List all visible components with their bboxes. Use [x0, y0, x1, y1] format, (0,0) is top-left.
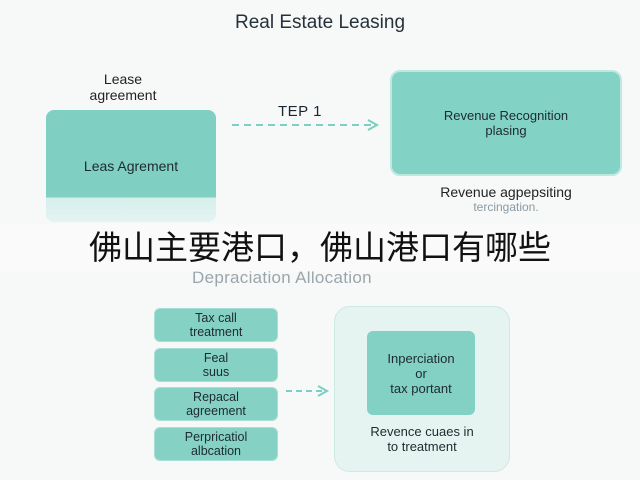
feal-suus-box: Feal suus: [154, 348, 278, 382]
revenue-recognition-label: Revenue Recognition plasing: [443, 108, 569, 138]
revenue-caption-main: Revenue agpepsiting: [440, 184, 572, 200]
lease-agreement-label: Leas Agrement: [83, 158, 179, 174]
revenue-caption-sub: tercingation.: [473, 200, 539, 214]
revenue-recognition-box: [390, 70, 622, 176]
repacal-agreement-box: Repacal agreement: [154, 387, 278, 421]
depreciation-or-tax-box: Inperciation or tax portant: [367, 331, 475, 415]
depreciation-allocation-title: Depraciation Allocation: [192, 268, 372, 287]
step-label: TEP 1: [278, 103, 322, 120]
dashed-arrow-right-icon: [232, 119, 380, 131]
dashed-arrow-right-icon: [286, 385, 330, 397]
revenue-caption: Revenue agpepsiting tercingation.: [390, 185, 622, 215]
diagram-title: Real Estate Leasing: [234, 12, 406, 33]
perpricatiol-allocation-box: Perpricatiol albcation: [154, 427, 278, 461]
treatment-caption: Revence cuaes in to treatment: [370, 424, 474, 454]
lease-caption: Lease agreement: [89, 71, 157, 103]
overlay-caption: 佛山主要港口，佛山港口有哪些: [0, 224, 640, 272]
lease-agreement-box: [46, 110, 216, 222]
tax-treatment-box: Tax call treatment: [154, 308, 278, 342]
